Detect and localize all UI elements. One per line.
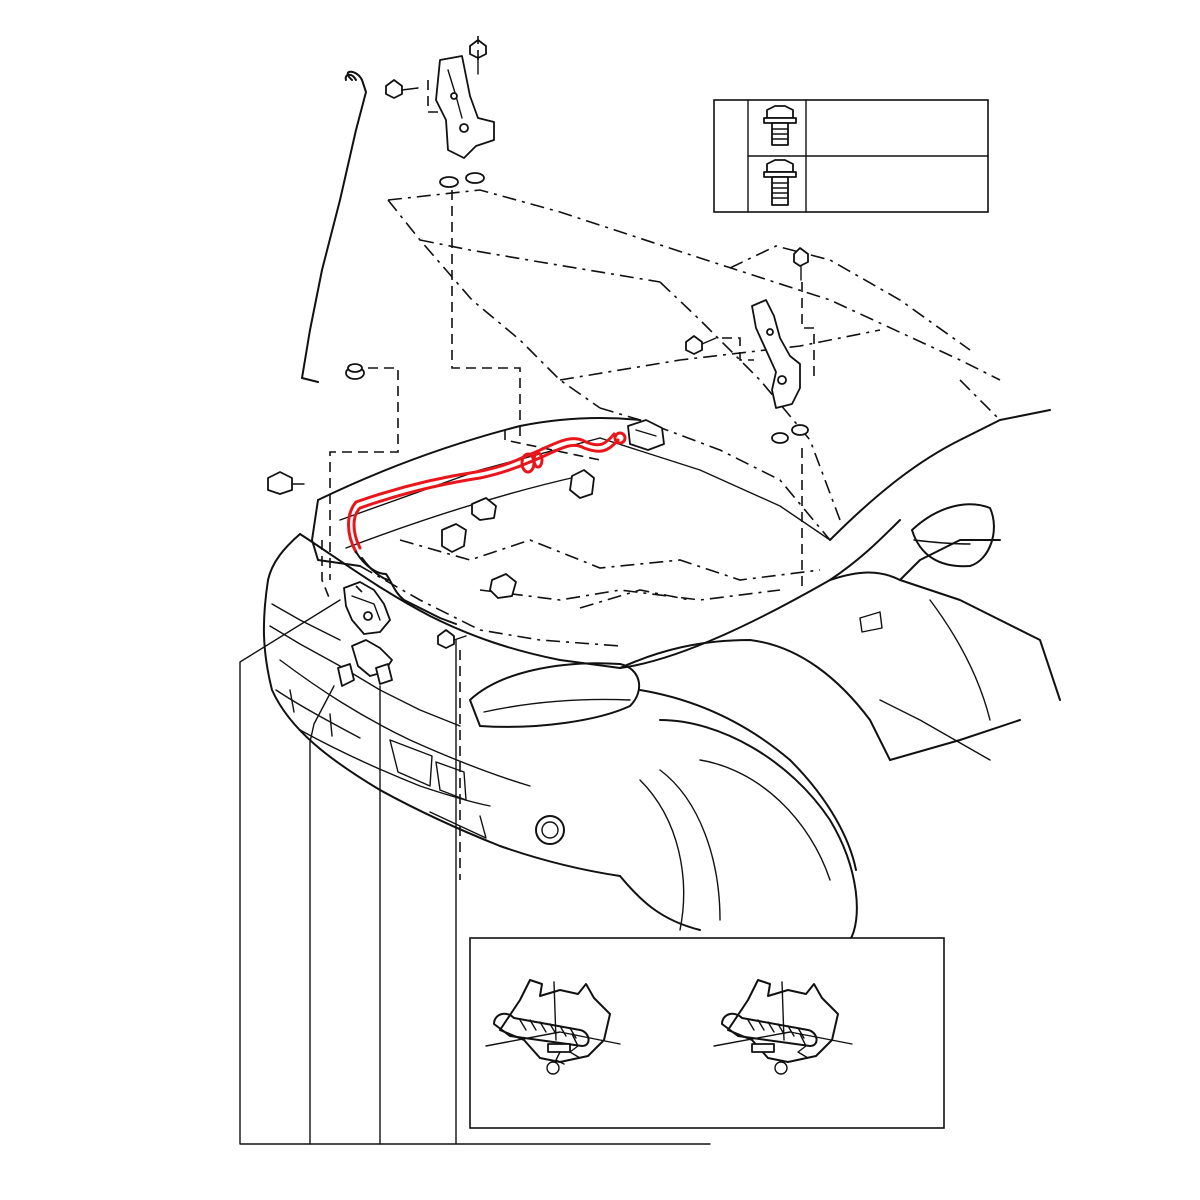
hood-lock-bolt-icon [437,629,467,649]
hinge-bolt-icon [385,79,419,99]
support-rod-grommet-icon [345,363,365,380]
hood-stay-holder-icon [627,419,665,451]
hood-support-rod [301,70,367,383]
hinge-bolt-icon [793,247,809,281]
hood-panel [387,189,1001,541]
hood-lock-assembly [343,581,391,635]
hood-bumper-clip-icon [471,497,497,521]
side-mirror-icon [911,503,995,568]
hood-release-cable [347,431,627,554]
front-wheel-icon [619,719,858,941]
left-hood-hinge [435,55,495,159]
cable-clamp-icon [375,663,393,685]
vehicle-body [262,379,1061,941]
hood-lock-left-icon [485,979,621,1075]
hood-bumper-clip-icon [441,523,467,553]
hood-bumper-clip-icon [569,469,595,499]
leader-lines [239,540,711,1145]
hinge-bolt-icon [685,335,717,355]
hinge-washer-icon [771,424,809,444]
hood-bumper-clip-icon [489,573,517,599]
hood-bumper-clip-icon [267,471,305,495]
right-hood-hinge [751,299,801,409]
hex-flange-bolt-long-icon [763,159,797,206]
hood-lock-right-icon [713,979,853,1075]
fog-lamp-icon [535,815,565,845]
hood-lock-inset [469,937,945,1129]
hinge-washer-icon [439,172,485,188]
hex-flange-bolt-short-icon [763,105,797,146]
fastener-legend [713,99,989,213]
